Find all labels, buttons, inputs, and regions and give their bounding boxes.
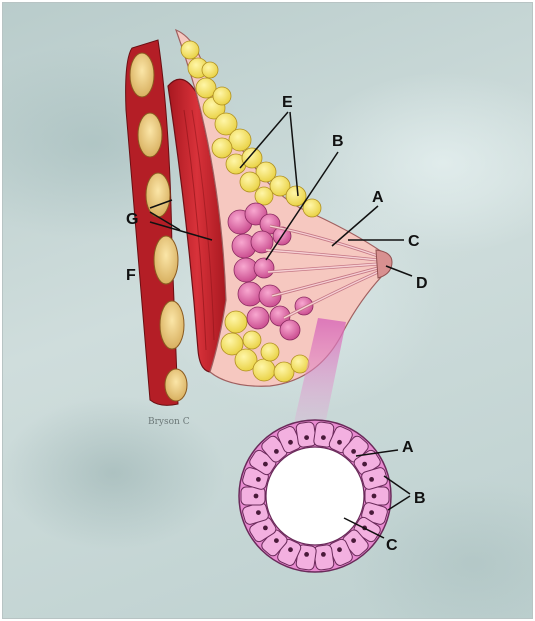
cell-nucleus bbox=[337, 440, 342, 445]
cell-nucleus bbox=[337, 547, 342, 552]
cell-nucleus bbox=[288, 440, 293, 445]
label-b: B bbox=[332, 133, 344, 150]
cell-nucleus bbox=[256, 510, 261, 515]
inset-label-c: C bbox=[386, 537, 398, 554]
cell-nucleus bbox=[263, 462, 268, 467]
cell-nucleus bbox=[351, 538, 356, 543]
cell-nucleus bbox=[288, 547, 293, 552]
label-e: E bbox=[282, 94, 293, 111]
cell-nucleus bbox=[369, 510, 374, 515]
artist-credit: Bryson C bbox=[148, 417, 190, 427]
alveolus-inset bbox=[239, 420, 391, 572]
label-a: A bbox=[372, 189, 384, 206]
inset-label-b: B bbox=[414, 490, 426, 507]
label-g: G bbox=[126, 211, 138, 228]
cell-nucleus bbox=[372, 494, 377, 499]
cell-nucleus bbox=[321, 552, 326, 557]
cell-nucleus bbox=[274, 538, 279, 543]
cell-nucleus bbox=[256, 477, 261, 482]
label-f: F bbox=[126, 267, 136, 284]
cell-nucleus bbox=[263, 526, 268, 531]
cell-nucleus bbox=[351, 449, 356, 454]
cell-nucleus bbox=[304, 552, 309, 557]
cell-nucleus bbox=[304, 435, 309, 440]
epithelial-cell bbox=[313, 544, 334, 570]
cell-nucleus bbox=[321, 435, 326, 440]
label-d: D bbox=[416, 275, 428, 292]
cell-nucleus bbox=[274, 449, 279, 454]
epithelial-cell bbox=[296, 421, 317, 447]
cell-nucleus bbox=[369, 477, 374, 482]
cell-nucleus bbox=[254, 494, 259, 499]
cell-nucleus bbox=[362, 462, 367, 467]
label-c: C bbox=[408, 233, 420, 250]
inset-label-a: A bbox=[402, 439, 414, 456]
